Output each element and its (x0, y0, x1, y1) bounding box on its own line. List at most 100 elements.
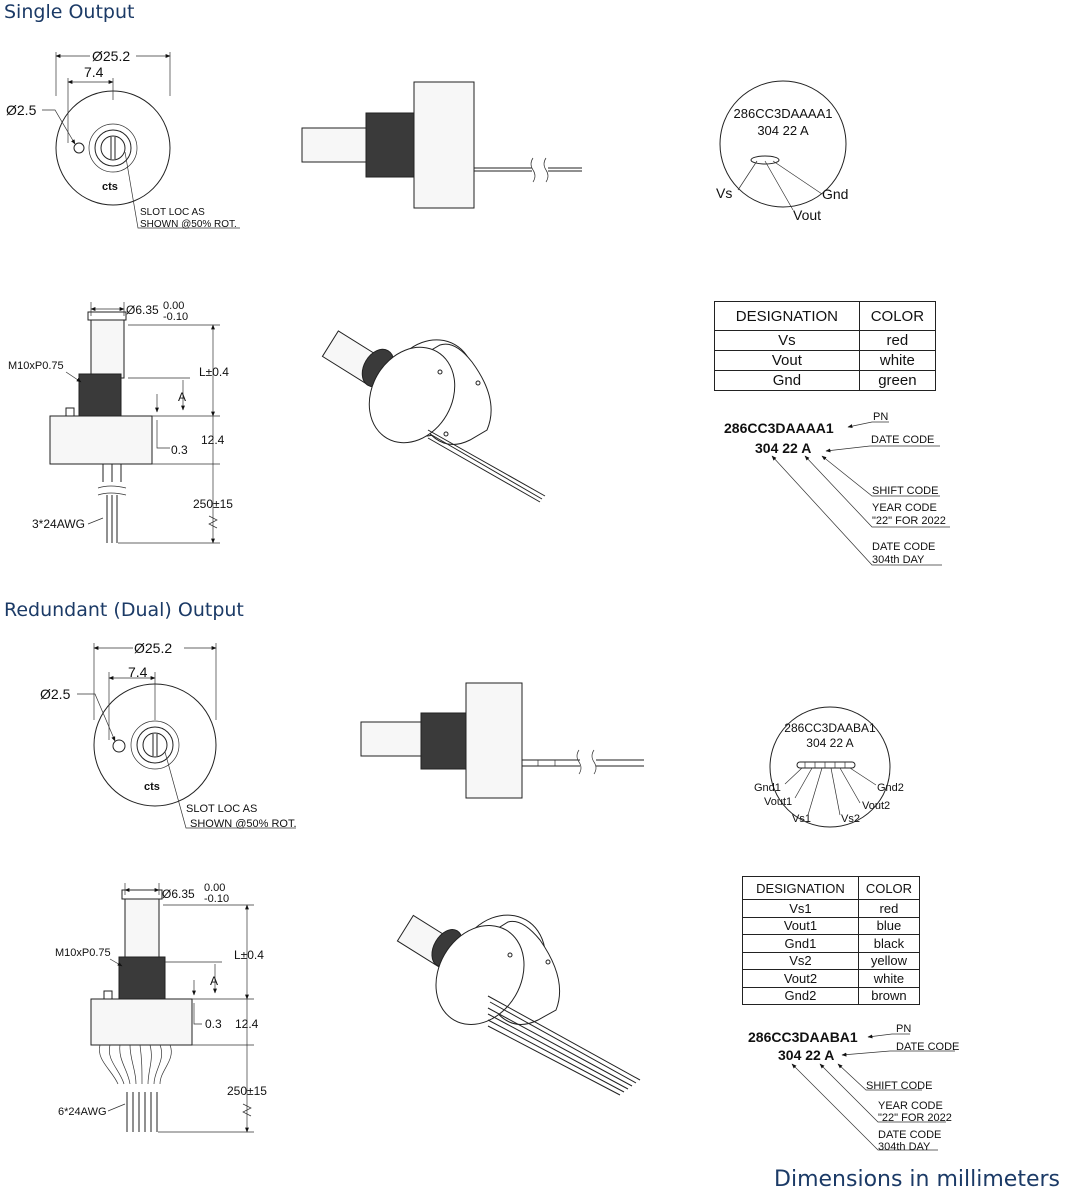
single-dimension-view: Ø6.35 0.00 -0.10 L±0.4 12.4 250±15 A 0.3… (8, 300, 233, 544)
designation-cell: Vs2 (742, 951, 859, 970)
designation-cell: Vout (714, 350, 860, 371)
dual-tol-hi: 0.00 (204, 882, 225, 894)
single-legend-year-2: "22" FOR 2022 (872, 515, 946, 527)
table-row: Gnd green (714, 370, 937, 391)
dual-legend-day-1: DATE CODE (878, 1129, 941, 1141)
single-front-view: cts Ø25.2 7.4 Ø2.5 SLOT LOC AS SHOWN @50… (6, 48, 240, 230)
single-slot-note-1: SLOT LOC AS (140, 207, 205, 218)
single-marking-pn: 286CC3DAAAA1 (734, 106, 833, 121)
single-wire-color-table: DESIGNATION COLOR Vs red Vout white Gnd … (714, 301, 937, 391)
dual-marking-pn: 286CC3DAABA1 (784, 721, 876, 735)
designation-cell: Vs1 (742, 899, 859, 918)
color-cell: green (858, 370, 937, 391)
designation-cell: Vout1 (742, 916, 859, 935)
dual-height-label: 12.4 (235, 1017, 259, 1031)
dual-lead-label: 250±15 (227, 1084, 267, 1098)
cts-logo-dual: cts (144, 781, 160, 793)
designation-cell: Gnd (714, 370, 860, 391)
dual-offset-label: 7.4 (128, 664, 148, 680)
dual-slot-note-1: SLOT LOC AS (186, 803, 257, 815)
single-tol-lo: -0.10 (163, 311, 188, 323)
dual-a-label: A (210, 974, 218, 988)
single-legend-pn-label: PN (873, 411, 888, 423)
dual-legend-day-2: 304th DAY (878, 1141, 931, 1153)
dual-slot-note-2: SHOWN @50% ROT. (190, 818, 297, 830)
single-awg-label: 3*24AWG (32, 517, 85, 531)
single-legend-pn: 286CC3DAAAA1 (724, 420, 834, 436)
single-marking-date: 304 22 A (757, 123, 809, 138)
table-row: Vout white (714, 350, 937, 371)
single-legend-shift-label: SHIFT CODE (872, 485, 938, 497)
single-legend-datecode-label: DATE CODE (871, 434, 934, 446)
color-cell: yellow (857, 951, 921, 970)
color-cell: white (858, 350, 937, 371)
color-cell: brown (857, 986, 921, 1005)
dual-marking-view: 286CC3DAABA1 304 22 A Gnd1 Vout1 Vs1 Vs2… (754, 706, 904, 828)
single-gap-label: 0.3 (171, 443, 188, 457)
dual-pin-gnd1: Gnd1 (754, 782, 781, 794)
single-marking-view: 286CC3DAAAA1 304 22 A Vs Vout Gnd (716, 80, 848, 223)
dual-pin-vs1: Vs1 (792, 813, 811, 825)
column-header-color: COLOR (858, 301, 937, 331)
single-dia-body-label: Ø25.2 (92, 48, 130, 64)
single-tol-hi: 0.00 (163, 300, 184, 312)
single-legend-day-1: DATE CODE (872, 541, 935, 553)
dual-gap-label: 0.3 (205, 1017, 222, 1031)
dimensions-note: Dimensions in millimeters (774, 1167, 1060, 1192)
dual-marking-date: 304 22 A (806, 736, 853, 750)
designation-cell: Vs (714, 330, 860, 351)
dual-pin-vout1: Vout1 (764, 796, 792, 808)
table-header-row: DESIGNATION COLOR (714, 301, 937, 331)
dual-legend-pn: 286CC3DAABA1 (748, 1029, 858, 1045)
dual-tol-lo: -0.10 (204, 893, 229, 905)
dual-pin-gnd2: Gnd2 (877, 782, 904, 794)
dual-dimension-view: Ø6.35 0.00 -0.10 L±0.4 12.4 250±15 A 0.3… (55, 882, 267, 1133)
color-cell: black (857, 934, 921, 953)
dual-legend-pn-label: PN (896, 1023, 911, 1035)
single-pin-gnd: Gnd (822, 186, 848, 202)
single-iso-view (321, 330, 546, 503)
single-pin-vout: Vout (793, 207, 821, 223)
single-offset-label: 7.4 (84, 64, 104, 80)
single-thread-label: M10xP0.75 (8, 360, 64, 372)
dual-wire-color-table: DESIGNATION COLOR Vs1 red Vout1 blue Gnd… (742, 876, 921, 1005)
single-legend-year-1: YEAR CODE (872, 502, 937, 514)
dual-pin-vs2: Vs2 (841, 813, 860, 825)
designation-cell: Gnd1 (742, 934, 859, 953)
designation-cell: Vout2 (742, 969, 859, 988)
single-shaft-dia-label: Ø6.35 (126, 303, 159, 317)
column-header-designation: DESIGNATION (714, 301, 860, 331)
single-slot-note-2: SHOWN @50% ROT. (140, 219, 237, 230)
table-row: Gnd1 black (742, 934, 921, 953)
dual-dia-body-label: Ø25.2 (134, 640, 172, 656)
designation-cell: Gnd2 (742, 986, 859, 1005)
single-height-label: 12.4 (201, 433, 225, 447)
column-header-designation: DESIGNATION (742, 876, 859, 900)
single-a-label: A (178, 390, 186, 404)
dual-legend: 286CC3DAABA1 304 22 A PN DATE CODE SHIFT… (748, 1023, 959, 1153)
dual-iso-view (396, 914, 641, 1096)
single-length-label: L±0.4 (199, 365, 229, 379)
color-cell: blue (857, 916, 921, 935)
table-row: Vout2 white (742, 969, 921, 988)
dual-legend-datecode-label: DATE CODE (896, 1041, 959, 1053)
section-title-dual: Redundant (Dual) Output (4, 599, 244, 621)
dual-legend-year-1: YEAR CODE (878, 1100, 943, 1112)
color-cell: red (857, 899, 921, 918)
single-lead-label: 250±15 (193, 497, 233, 511)
dual-shaft-dia-label: Ø6.35 (162, 887, 195, 901)
single-pin-vs: Vs (716, 185, 732, 201)
dual-front-view: cts Ø25.2 7.4 Ø2.5 SLOT LOC AS SHOWN @50… (40, 640, 297, 830)
table-row: Vout1 blue (742, 916, 921, 935)
table-row: Gnd2 brown (742, 986, 921, 1005)
color-cell: white (857, 969, 921, 988)
cts-logo: cts (102, 181, 118, 193)
dual-legend-date: 304 22 A (778, 1047, 834, 1063)
column-header-color: COLOR (857, 876, 921, 900)
single-legend-day-2: 304th DAY (872, 554, 925, 566)
section-title-single: Single Output (4, 1, 135, 23)
dual-awg-label: 6*24AWG (58, 1106, 107, 1118)
dual-length-label: L±0.4 (234, 948, 264, 962)
dual-pin-vout2: Vout2 (862, 800, 890, 812)
